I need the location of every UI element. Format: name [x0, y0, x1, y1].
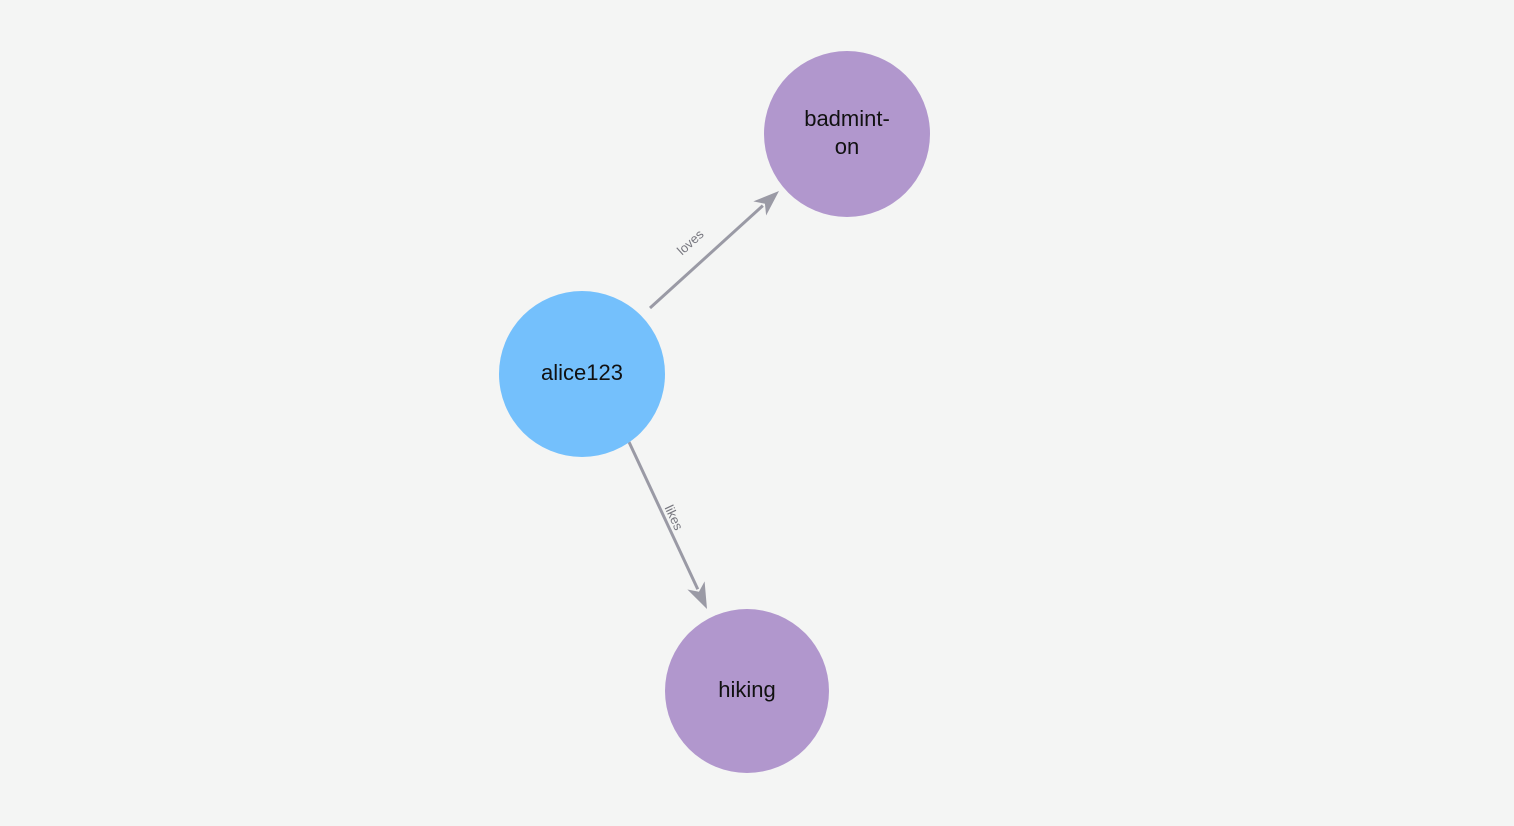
node-circle[interactable] [665, 609, 829, 773]
node-hiking[interactable]: hiking [665, 609, 829, 773]
edge-alice123-loves-badminton[interactable]: loves [648, 191, 779, 310]
edge-line [648, 204, 764, 310]
arrow-head-icon [753, 191, 779, 216]
arrow-head-icon [687, 581, 707, 609]
node-alice123[interactable]: alice123 [499, 291, 665, 457]
node-circle[interactable] [764, 51, 930, 217]
node-badminton[interactable]: badmint-on [764, 51, 930, 217]
node-circle[interactable] [499, 291, 665, 457]
edge-line [627, 441, 700, 590]
edge-alice123-likes-hiking[interactable]: likes [627, 441, 707, 609]
edge-label-loves: loves [674, 226, 707, 258]
